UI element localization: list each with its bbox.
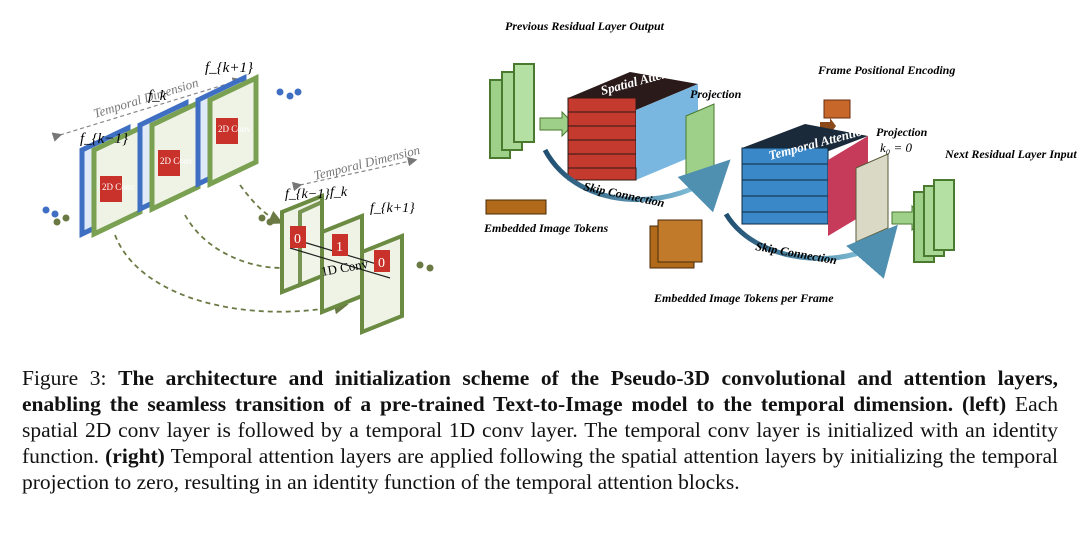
figure-caption: Figure 3: The architecture and initializ… [22,365,1058,495]
embedded-tokens-per-frame-label: Embedded Image Tokens per Frame [653,291,834,305]
prev-residual-block: Previous Residual Layer Output [489,19,665,159]
frame-positional-encoding-label: Frame Positional Encoding [817,63,955,77]
k0-label: k₀ = 0 [880,140,913,155]
caption-title: The architecture and initialization sche… [22,366,1058,416]
frame-label-prev-1d: f_{k−1} [285,187,330,202]
frame-label-next-1d: f_{k+1} [370,201,415,216]
frame-label-next: f_{k+1} [205,60,253,76]
conv2d-label: 2D Conv [160,156,193,166]
projection-2-label: Projection [876,125,928,139]
kernel-weight-0: 0 [294,232,301,247]
sequence-dots-lower [258,214,434,272]
left-panel: Temporal Dimension 2D Conv f_{k−1} 2D Co… [42,60,434,335]
sequence-dots-right [276,88,302,100]
caption-prefix: Figure 3: [22,366,107,390]
conv2d-label: 2D Conv [102,182,135,192]
embedded-tokens: Embedded Image Tokens [483,199,609,235]
prev-residual-label: Previous Residual Layer Output [505,19,665,33]
skip-connection-arrow-1 [542,148,731,213]
conv2d-label: 2D Conv [218,124,251,134]
right-panel: Previous Residual Layer Output Spatial A… [483,19,1077,305]
architecture-figure: Temporal Dimension 2D Conv f_{k−1} 2D Co… [42,19,1077,335]
frame-prev: 2D Conv f_{k−1} [79,124,143,238]
frame-curr: 2D Conv f_k [137,88,201,213]
projection-2: Projection k₀ = 0 [855,125,928,243]
frame-positional-encoding: Frame Positional Encoding [817,63,955,134]
next-residual-label: Next Residual Layer Input [944,147,1077,161]
frame-label-prev: f_{k−1} [80,131,128,147]
frame-next: 2D Conv f_{k+1} [195,60,259,188]
caption-left-text: Each spatial 2D conv layer is followed b… [22,392,1059,468]
skip-connection-1-label: Skip Connection [582,179,666,210]
caption-right-tag: (right) [105,444,165,468]
spatial-attention-block: Spatial Attention [567,60,698,181]
embedded-tokens-per-frame: Embedded Image Tokens per Frame [649,219,834,305]
next-residual-block: Next Residual Layer Input [891,147,1077,263]
frame-label-curr-1d: f_k [330,185,348,200]
projection-1-label: Projection [690,87,742,101]
caption-left-tag: (left) [961,392,1007,416]
temporal-attention-block: Temporal Attention [741,122,871,236]
conv1d-frames: 0 1 0 1D Conv f_{k−1} f_k f_{k+1} [280,185,415,335]
embedded-tokens-label: Embedded Image Tokens [483,221,609,235]
skip-connection-arrow-2 [723,212,898,279]
skip-connection-2-label: Skip Connection [754,239,838,267]
caption-right-text: Temporal attention layers are applied fo… [22,444,1058,494]
sequence-dots-left [42,206,70,226]
kernel-weight-2: 0 [378,256,385,271]
dashed-flow-arrows [114,184,349,315]
temporal-dimension-arrow [51,77,243,142]
kernel-weight-1: 1 [336,240,343,255]
frame-label-curr: f_k [148,88,167,104]
